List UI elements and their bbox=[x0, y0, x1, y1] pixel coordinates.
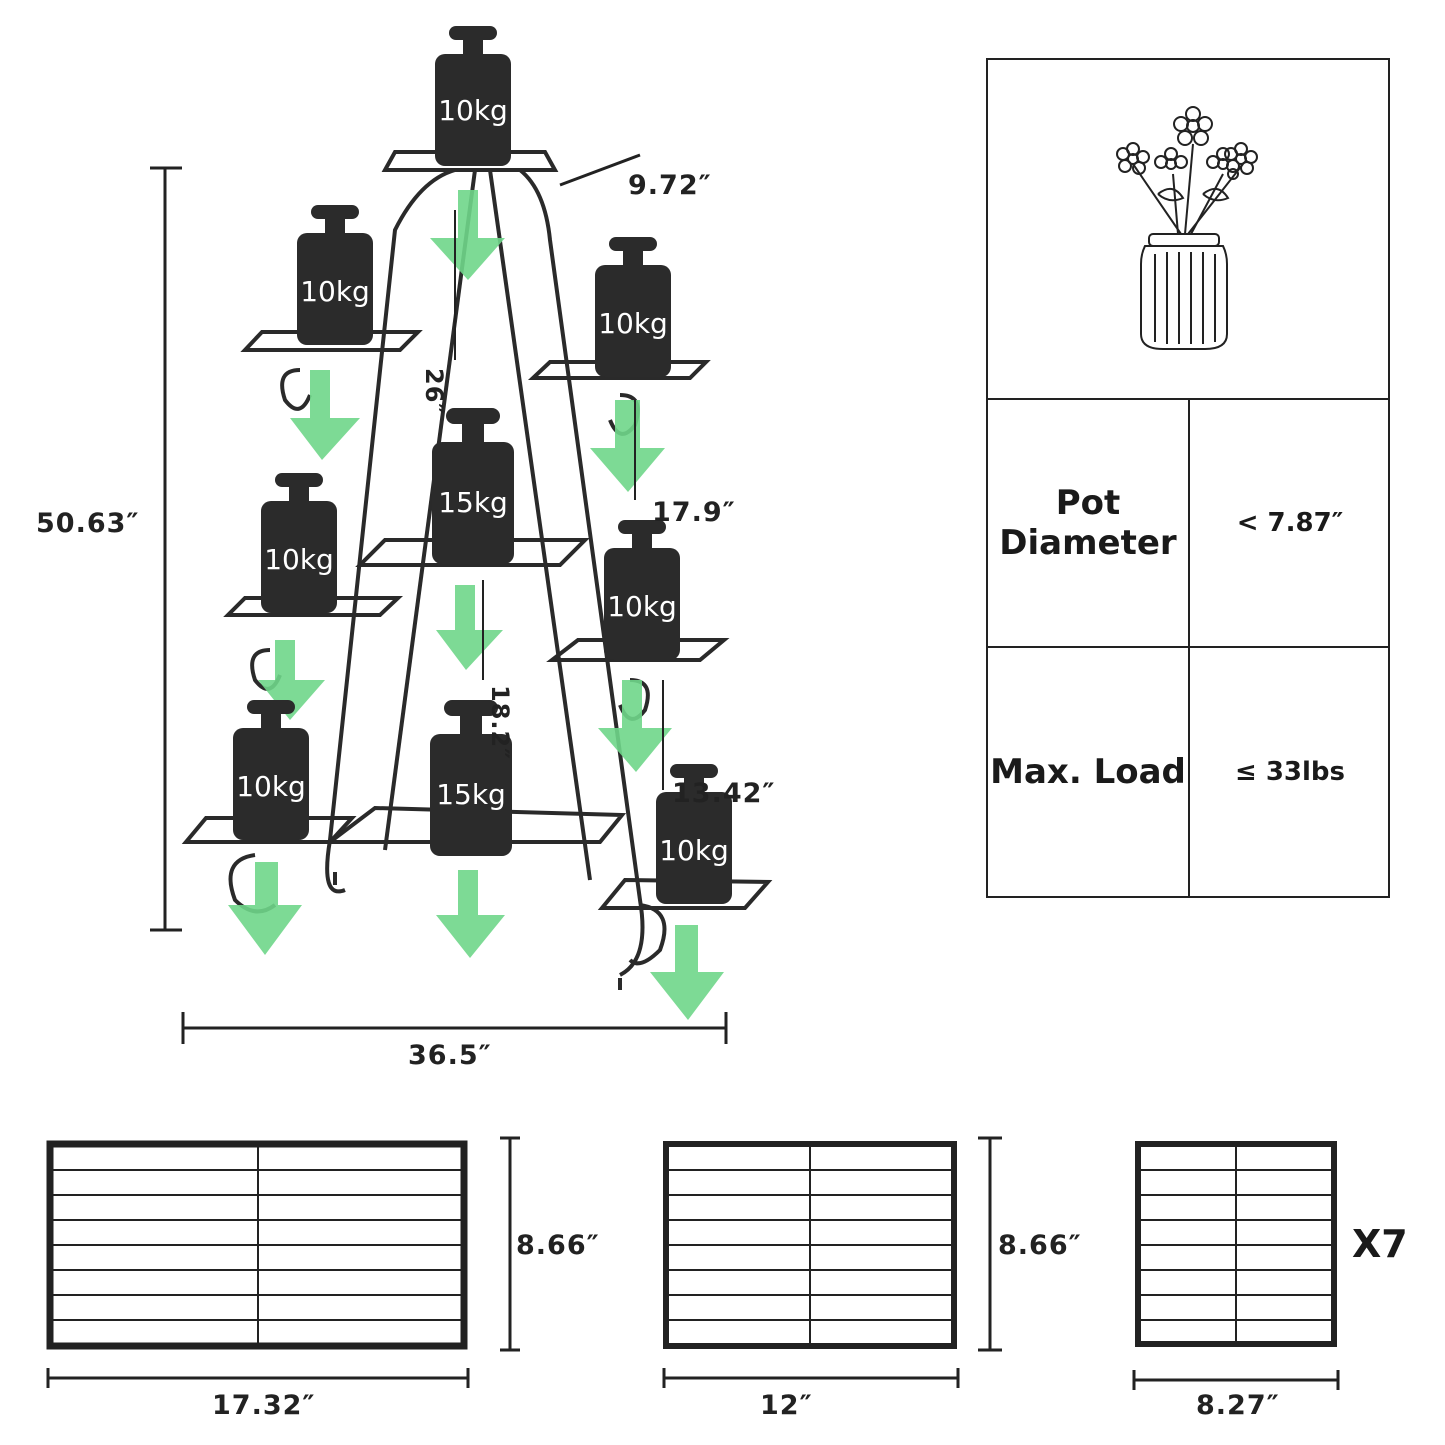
inner-height-label-a: 26″ bbox=[420, 368, 448, 416]
weight-middle-center: 15kg bbox=[430, 408, 516, 566]
shelf-large-depth-label: 8.66″ bbox=[516, 1230, 600, 1261]
weight-lower-right: 10kg bbox=[654, 764, 734, 906]
inner-height-label-c: 13.42″ bbox=[672, 778, 776, 809]
weight-label: 10kg bbox=[438, 94, 508, 127]
max-load-value: ≤ 33lbs bbox=[1234, 757, 1346, 787]
load-arrow bbox=[290, 370, 360, 460]
pot-diameter-row: Pot Diameter < 7.87″ bbox=[988, 398, 1388, 646]
pot-diameter-value: < 7.87″ bbox=[1236, 508, 1344, 538]
weight-label: 15kg bbox=[436, 778, 506, 811]
shelf-medium bbox=[662, 1136, 1002, 1388]
weight-top: 10kg bbox=[433, 26, 513, 168]
stand-width-label: 36.5″ bbox=[408, 1040, 492, 1071]
weight-lower-left: 10kg bbox=[231, 700, 311, 842]
shelf-medium-width-label: 12″ bbox=[760, 1390, 813, 1421]
shelf-large bbox=[46, 1136, 520, 1388]
load-arrow bbox=[436, 585, 503, 670]
weight-label: 10kg bbox=[300, 275, 370, 308]
shelf-large-width-label: 17.32″ bbox=[212, 1390, 316, 1421]
shelf-small-quantity: X7 bbox=[1352, 1222, 1408, 1266]
shelf-small-width-label: 8.27″ bbox=[1196, 1390, 1280, 1421]
inner-height-label-b: 18.2″ bbox=[486, 685, 514, 760]
weight-lower-center: 15kg bbox=[428, 700, 514, 858]
weight-label: 15kg bbox=[438, 486, 508, 519]
weight-label: 10kg bbox=[598, 307, 668, 340]
shelf-small bbox=[1132, 1141, 1340, 1390]
weight-middle-left: 10kg bbox=[259, 473, 339, 615]
load-arrow bbox=[590, 400, 665, 492]
weight-label: 10kg bbox=[659, 834, 729, 867]
shelf-diagrams bbox=[46, 1136, 1340, 1390]
flower-vase-icon bbox=[988, 60, 1388, 398]
load-arrow bbox=[228, 862, 302, 955]
weight-upper-left: 10kg bbox=[295, 205, 375, 347]
load-arrow bbox=[598, 680, 672, 772]
plant-stand-illustration bbox=[150, 150, 773, 1044]
spec-table: Pot Diameter < 7.87″ Max. Load ≤ 33lbs bbox=[986, 58, 1390, 898]
tier-gap-label: 17.9″ bbox=[652, 497, 736, 528]
weight-upper-right: 10kg bbox=[593, 237, 673, 379]
load-arrow bbox=[436, 870, 505, 958]
shelf-medium-depth-label: 8.66″ bbox=[998, 1230, 1082, 1261]
load-arrow bbox=[650, 925, 724, 1020]
load-arrow bbox=[430, 190, 505, 280]
stand-height-label: 50.63″ bbox=[36, 508, 140, 539]
weight-label: 10kg bbox=[607, 590, 677, 623]
weight-middle-right: 10kg bbox=[602, 520, 682, 662]
pot-diameter-label: Pot Diameter bbox=[988, 400, 1190, 646]
max-load-row: Max. Load ≤ 33lbs bbox=[988, 646, 1388, 896]
max-load-label: Max. Load bbox=[988, 648, 1190, 896]
weight-label: 10kg bbox=[236, 770, 306, 803]
weight-label: 10kg bbox=[264, 543, 334, 576]
top-shelf-depth-label: 9.72″ bbox=[628, 170, 712, 201]
